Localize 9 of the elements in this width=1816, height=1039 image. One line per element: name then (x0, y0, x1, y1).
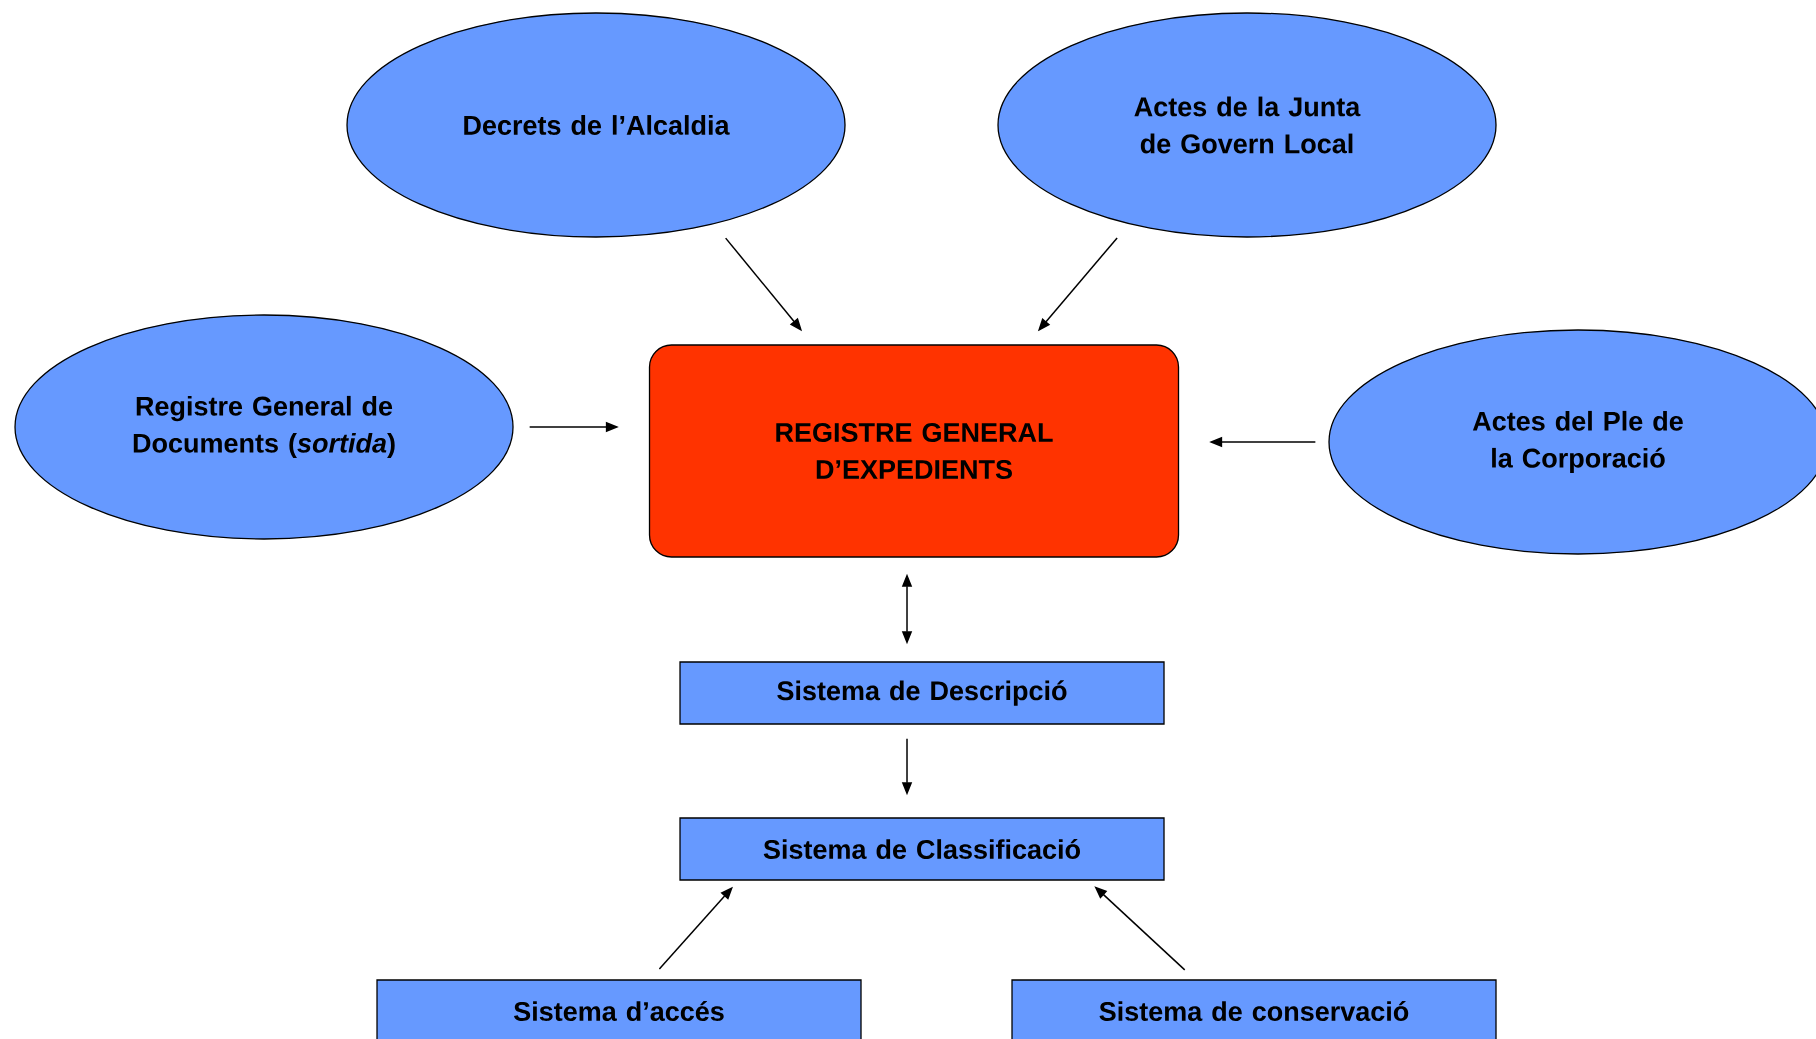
process-box: Sistema de Classificació (679, 817, 1165, 881)
ellipse-node: Decrets de l’Alcaldia (346, 12, 846, 238)
process-box: Sistema d’accés (376, 979, 862, 1039)
ellipse-node: Actes de la Junta de Govern Local (997, 12, 1497, 238)
process-box: Sistema de Descripció (679, 661, 1165, 725)
ellipse-node: Registre General de Documents (sortida) (14, 314, 514, 540)
ellipse-node: Actes del Ple de la Corporació (1328, 329, 1816, 555)
process-box: Sistema de conservació (1011, 979, 1497, 1039)
rounded-box: REGISTRE GENERAL D’EXPEDIENTS (648, 344, 1180, 558)
